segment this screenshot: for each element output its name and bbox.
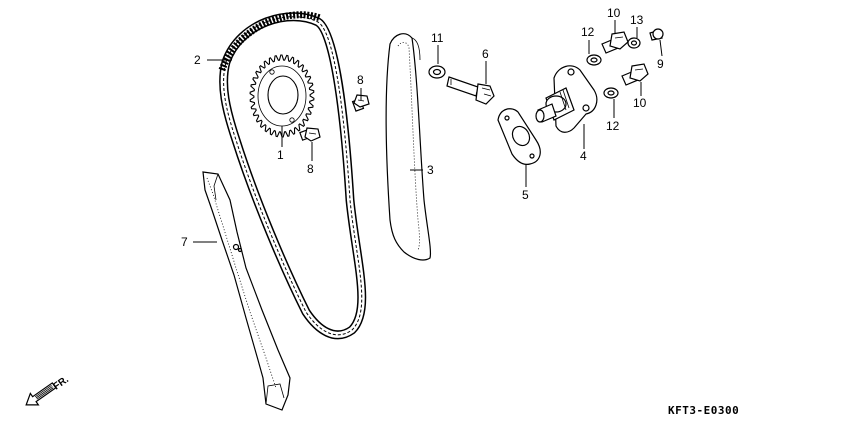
callout-13: 13 [630, 13, 644, 27]
washer-13 [627, 37, 641, 49]
callout-8-lower: 8 [307, 162, 314, 176]
bolt-10-lower [621, 63, 649, 86]
sprocket-bolt-hole-2 [289, 117, 295, 123]
washer-11 [428, 65, 446, 79]
callout-11: 11 [431, 31, 444, 45]
sprocket-bolt-hole-1 [269, 69, 275, 75]
tensioner-gasket [497, 108, 541, 165]
callout-5: 5 [522, 188, 529, 202]
cam-chain-tensioner-arm [385, 33, 432, 261]
front-label: FR. [51, 374, 71, 392]
tensioner-lifter [535, 65, 598, 133]
cam-chain-guide [202, 171, 291, 411]
diagram-code: KFT3-E0300 [668, 404, 739, 417]
sprocket-center-hole [267, 75, 299, 115]
sprocket-bolt-lower [299, 127, 321, 142]
callout-10-lower: 10 [633, 96, 647, 110]
washer-12-lower [603, 87, 619, 99]
callout-numbers: 1 2 3 4 5 6 7 8 8 9 10 10 11 12 12 13 [181, 6, 664, 249]
bolt-10-upper [601, 31, 629, 54]
screw-9 [649, 28, 664, 41]
tensioner-pivot-bolt [446, 76, 495, 105]
front-arrow-icon [25, 382, 57, 406]
washer-12-upper [586, 54, 602, 66]
callout-2: 2 [194, 53, 201, 67]
leader-lines [193, 20, 663, 243]
sprocket-bolt-upper [351, 94, 370, 112]
front-direction-marker: FR. [25, 374, 71, 406]
cam-sprocket [249, 54, 315, 138]
callout-9: 9 [657, 57, 664, 71]
callout-12-lower: 12 [606, 119, 620, 133]
callout-10-upper: 10 [607, 6, 621, 20]
callout-4: 4 [580, 149, 587, 163]
callout-7: 7 [181, 235, 188, 249]
callout-3: 3 [427, 163, 434, 177]
callout-12-upper: 12 [581, 25, 595, 39]
callout-6: 6 [482, 47, 489, 61]
callout-8-upper: 8 [357, 73, 364, 87]
cam-chain [218, 11, 367, 340]
callout-1: 1 [277, 148, 284, 162]
